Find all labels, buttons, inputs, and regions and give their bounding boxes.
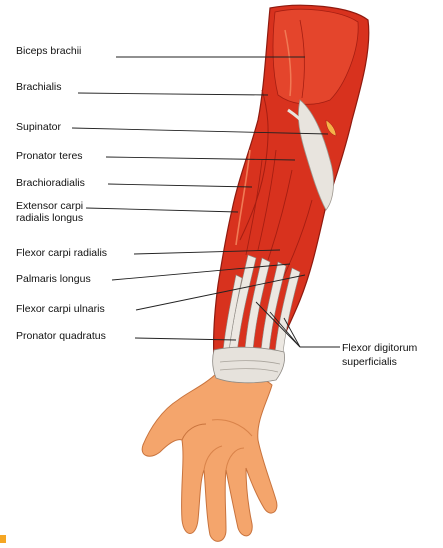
corner-marker [0,535,6,543]
label-flexor-digitorum-line2: superficialis [342,356,397,368]
label-flexor-digitorum-line1: Flexor digitorum [342,342,417,354]
label-brachioradialis: Brachioradialis [16,177,85,189]
label-pronator-teres: Pronator teres [16,150,83,162]
label-extensor-carpi-line2: radialis longus [16,212,83,224]
label-flexor-carpi-ulnaris: Flexor carpi ulnaris [16,303,105,315]
label-pronator-quadratus: Pronator quadratus [16,330,106,342]
label-biceps-brachii: Biceps brachii [16,45,81,57]
label-brachialis: Brachialis [16,81,62,93]
label-supinator: Supinator [16,121,61,133]
leader-extensor-carpi [86,208,238,212]
label-extensor-carpi-line1: Extensor carpi [16,200,83,212]
label-flexor-carpi-radialis: Flexor carpi radialis [16,247,107,259]
label-palmaris-longus: Palmaris longus [16,273,91,285]
hand-skin [142,372,277,542]
leader-brachioradialis [108,184,252,187]
leader-brachialis [78,93,268,95]
wrist-retinaculum [213,347,285,383]
